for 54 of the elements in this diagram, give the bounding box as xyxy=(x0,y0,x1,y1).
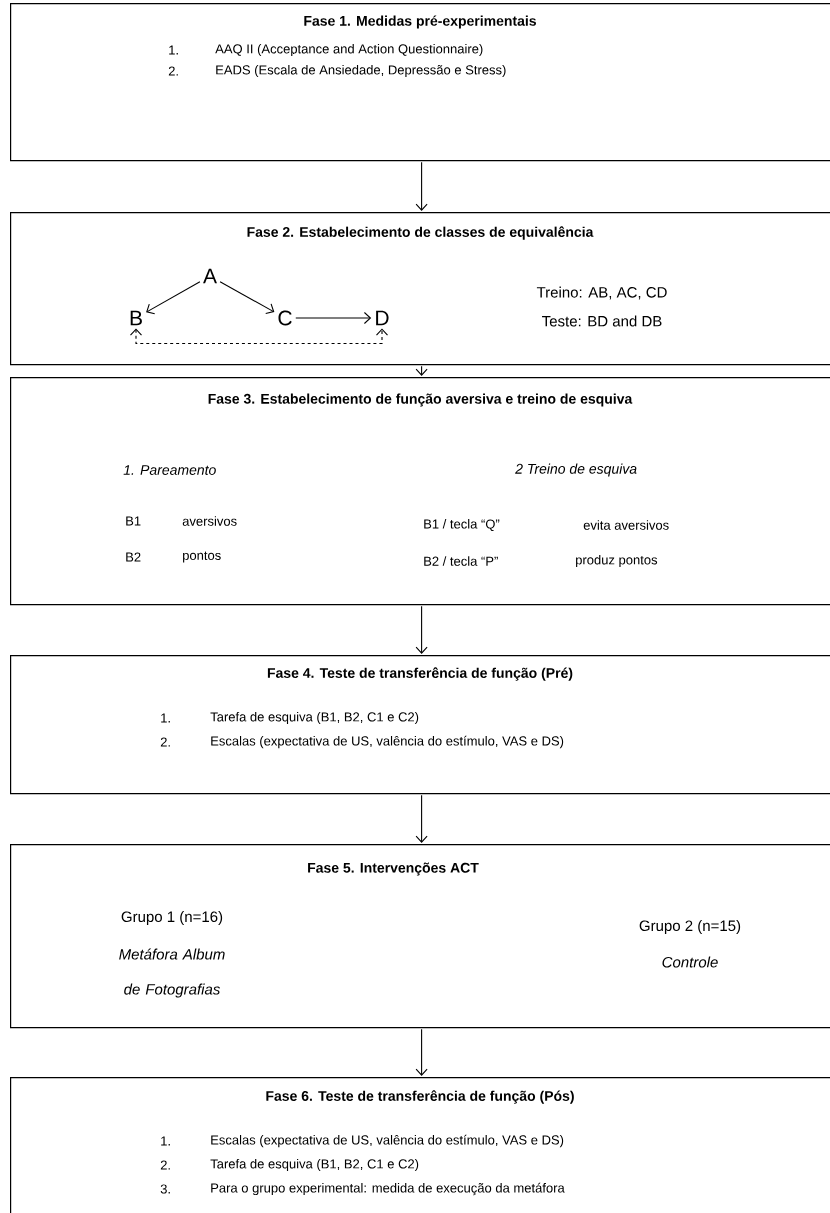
list-number: 2. xyxy=(160,1160,170,1170)
stimulus-letter: A xyxy=(203,268,217,284)
phase-heading: Fase 5. Intervenções ACT xyxy=(308,862,479,876)
arrow xyxy=(415,161,428,211)
item-text: AAQ II (Acceptance and Action Questionnaire) xyxy=(215,43,483,57)
phase-heading: Fase 6. Teste de transferência de função (Pós) xyxy=(266,1090,574,1104)
stimulus-letter: D xyxy=(376,310,389,326)
section-heading: 1. Pareamento xyxy=(123,465,216,475)
item-text: B2 / tecla “P” xyxy=(424,556,498,566)
item-text: Teste: BD and DB xyxy=(542,315,662,327)
item-text: EADS (Escala de Ansiedade, Depressão e Stress) xyxy=(216,64,506,78)
item-text: Grupo 2 (n=15) xyxy=(639,920,741,934)
item-text: Grupo 1 (n=16) xyxy=(121,911,223,925)
list-number: 3. xyxy=(160,1184,170,1194)
item-text: evita aversivos xyxy=(583,520,669,530)
item-text: produz pontos xyxy=(576,554,658,568)
arrow xyxy=(295,311,372,325)
list-number: 1. xyxy=(169,45,178,55)
list-number: 1. xyxy=(161,713,170,723)
arrow xyxy=(415,605,428,654)
item-text: Tarefa de esquiva (B1, B2, C1 e C2) xyxy=(210,711,419,725)
stimulus-letter: B xyxy=(130,310,142,326)
phase-box xyxy=(10,3,830,162)
arrow xyxy=(415,1028,428,1076)
item-text: Para o grupo experimental: medida de execução da metáfora xyxy=(211,1182,565,1196)
item-text: aversivos xyxy=(182,516,237,526)
phase-box xyxy=(10,1077,830,1213)
list-number: 2. xyxy=(160,737,170,747)
list-number: 2. xyxy=(168,66,178,76)
arrow xyxy=(129,328,389,344)
item-text: B2 xyxy=(126,552,141,562)
item-text: Escalas (expectativa de US, valência do estímulo, VAS e DS) xyxy=(211,1134,564,1148)
phase-heading: Fase 2. Estabelecimento de classes de equivalência xyxy=(247,226,594,240)
group-description: Metáfora Album de Fotografias xyxy=(119,948,225,998)
phase-heading: Fase 4. Teste de transferência de função (Pré) xyxy=(267,667,573,681)
phase-heading: Fase 1. Medidas pré-experimentais xyxy=(304,15,536,29)
stimulus-letter: C xyxy=(278,310,292,326)
item-text: Escalas (expectativa de US, valência do estímulo, VAS e DS) xyxy=(211,735,564,749)
item-text: B1 / tecla “Q” xyxy=(424,519,500,531)
item-text: pontos xyxy=(183,551,221,563)
item-text: B1 xyxy=(126,516,141,526)
phase-box xyxy=(10,377,830,606)
phase-box xyxy=(10,212,830,366)
phase-box xyxy=(10,844,830,1029)
section-heading: 2 Treino de esquiva xyxy=(515,463,637,477)
phase-box xyxy=(10,655,830,795)
item-text: Tarefa de esquiva (B1, B2, C1 e C2) xyxy=(210,1158,419,1172)
arrow xyxy=(219,281,275,315)
arrow xyxy=(415,794,428,843)
phase-heading: Fase 3. Estabelecimento de função aversiva e treino de esquiva xyxy=(208,393,633,407)
arrow xyxy=(146,281,201,315)
item-text: Treino: AB, AC, CD xyxy=(536,286,667,300)
list-number: 1. xyxy=(161,1136,170,1146)
group-description: Controle xyxy=(662,956,718,968)
